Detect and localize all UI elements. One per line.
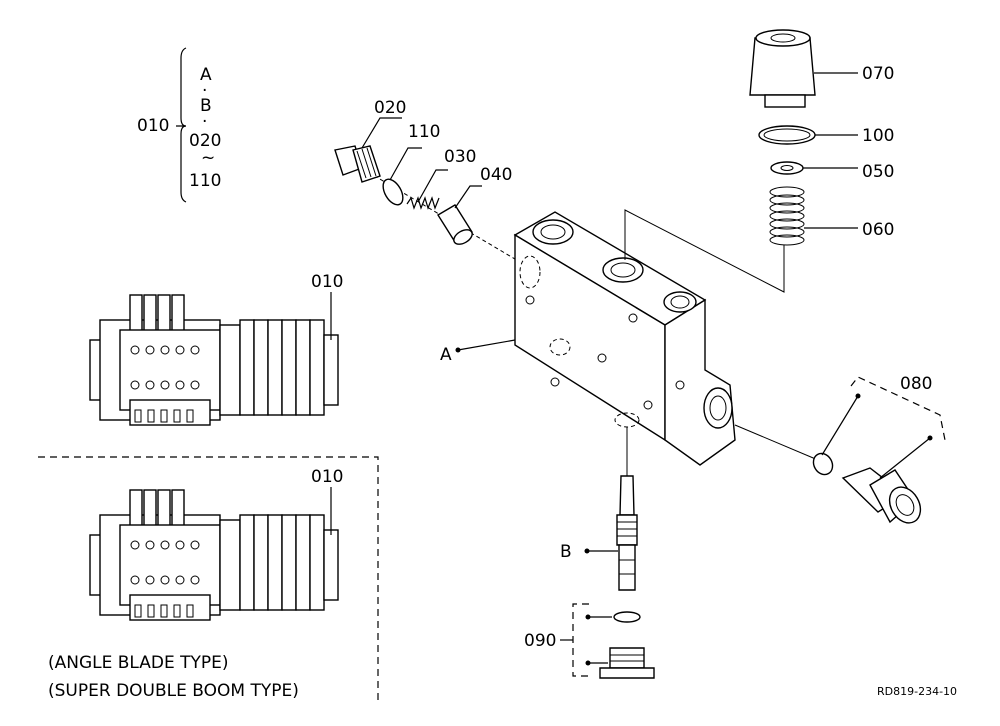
figure-code: RD819-234-10 [877,685,957,698]
part-090-plug [599,647,655,679]
callout-050: 050 [862,162,894,182]
callout-040: 040 [480,165,512,185]
assembly-key: 010 A · B · 020 ~ 110 [137,47,221,203]
part-040-poppet [437,204,473,245]
assy-item-a: A [200,65,212,85]
assy-item-b: B [200,96,212,116]
part-080-relief-valve [841,467,922,524]
optional-variant-frame [38,456,379,704]
callout-090-bracket [572,603,589,677]
part-050-seat [770,161,804,175]
callout-010-valve-top: 010 [311,272,343,292]
callout-a: A [440,345,452,365]
callout-030: 030 [444,147,476,167]
callout-020: 020 [374,98,406,118]
callout-100: 100 [862,126,894,146]
callout-010-assy: 010 [137,116,169,136]
control-valve-bottom [89,487,339,621]
part-060-spring [769,186,805,246]
part-030-spring [406,196,440,210]
part-070-cap [749,29,816,108]
control-valve-top [89,292,339,426]
assy-item-020: 020 [189,131,221,151]
callout-080: 080 [900,374,932,394]
assy-item-dot2: · [202,112,207,132]
callout-010-valve-bottom: 010 [311,467,343,487]
assy-item-tilde: ~ [201,148,215,168]
caption-super-double-boom: (SUPER DOUBLE BOOM TYPE) [48,681,299,701]
part-090-o-ring [613,611,641,623]
callout-110: 110 [408,122,440,142]
assy-item-110: 110 [189,171,221,191]
callout-080-bracket [850,376,946,441]
part-020-plug [334,145,381,183]
callout-b: B [560,542,572,562]
part-110-o-ring [382,178,404,206]
callout-060: 060 [862,220,894,240]
callout-090: 090 [524,631,556,651]
part-b-spool [616,475,638,591]
callout-070: 070 [862,64,894,84]
assy-item-dot1: · [202,81,207,101]
part-a-valve-body [513,211,736,466]
caption-angle-blade: (ANGLE BLADE TYPE) [48,653,229,673]
